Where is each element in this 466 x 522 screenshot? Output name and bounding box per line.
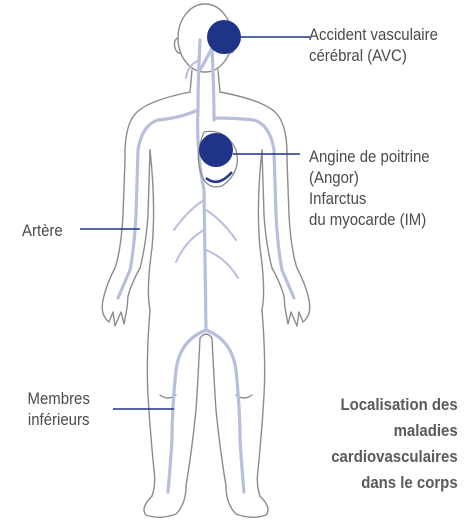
label-angor: Angine de poitrine (Angor) Infarctus du … [309,146,430,230]
label-avc: Accident vasculaire cérébral (AVC) [309,24,438,66]
label-angor-line-1: Angine de poitrine [309,146,430,167]
label-avc-line-1: Accident vasculaire [309,24,438,45]
label-artere-text: Artère [22,220,63,241]
label-artere: Artère [22,220,63,241]
label-angor-line-3: Infarctus [309,188,430,209]
diagram-caption: Localisation des maladies cardiovasculai… [332,392,458,496]
avc-marker [207,20,241,54]
label-membres-line-1: Membres [28,388,90,409]
caption-line-4: dans le corps [332,470,458,496]
label-avc-line-2: cérébral (AVC) [309,45,438,66]
caption-line-1: Localisation des [332,392,458,418]
label-angor-line-4: du myocarde (IM) [309,209,430,230]
heart-marker [199,133,233,167]
label-membres-line-2: inférieurs [28,409,90,430]
blood-vessels [118,40,294,492]
label-membres: Membres inférieurs [28,388,90,430]
label-angor-line-2: (Angor) [309,167,430,188]
caption-line-2: maladies [332,418,458,444]
caption-line-3: cardiovasculaires [332,444,458,470]
